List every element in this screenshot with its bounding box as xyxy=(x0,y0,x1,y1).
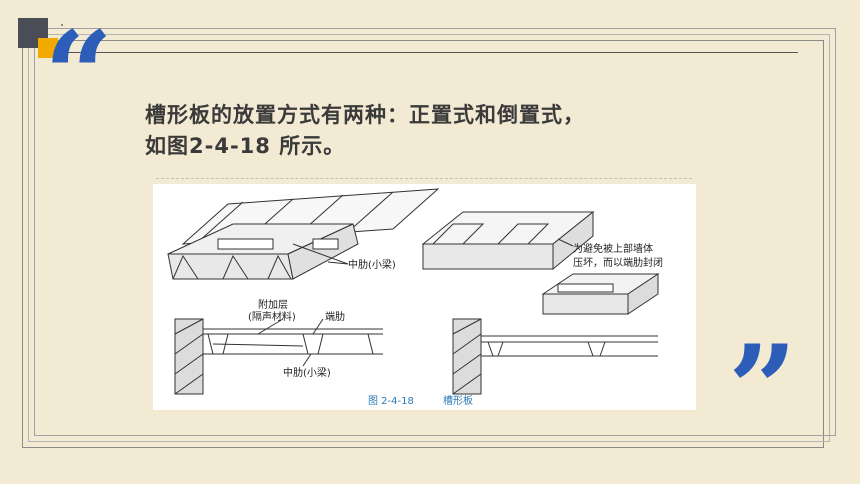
decor-frame-1 xyxy=(22,40,824,448)
slab-diagram: 中肋(小梁) 为避免被上部墙体 压坏，而以端肋封闭 附加层 (隔声材料) 端肋 … xyxy=(167,188,663,407)
upright-section-drawing xyxy=(174,318,383,395)
inverted-section-drawing xyxy=(452,318,658,395)
caption-title: 槽形板 xyxy=(443,394,473,407)
decor-frame-3 xyxy=(34,28,836,436)
open-quote-icon: “ xyxy=(44,5,114,146)
corner-square-orange xyxy=(38,38,58,58)
divider-dashed xyxy=(156,178,692,179)
heading-line-2: 如图2-4-18 所示。 xyxy=(145,134,346,158)
slab-figure: 中肋(小梁) 为避免被上部墙体 压坏，而以端肋封闭 附加层 (隔声材料) 端肋 … xyxy=(153,184,696,410)
heading-line-1: 槽形板的放置方式有两种：正置式和倒置式， xyxy=(145,103,585,127)
caption-number: 图 2-4-18 xyxy=(368,395,414,407)
top-rule xyxy=(64,52,798,53)
decor-dot xyxy=(61,24,63,26)
label-middle-rib-top: 中肋(小梁) xyxy=(348,258,396,271)
upright-slab-drawing xyxy=(167,188,440,280)
label-middle-rib-bottom: 中肋(小梁) xyxy=(283,366,331,379)
label-additional-layer-2: (隔声材料) xyxy=(248,310,296,323)
label-end-rib: 端肋 xyxy=(325,310,345,323)
slide-heading: 槽形板的放置方式有两种：正置式和倒置式， 如图2-4-18 所示。 xyxy=(145,100,745,162)
label-note-line-2: 压坏，而以端肋封闭 xyxy=(573,256,663,269)
decor-frame-2 xyxy=(28,34,830,442)
close-quote-icon: ” xyxy=(728,319,798,460)
inverted-slab-drawing xyxy=(421,210,660,315)
label-note-line-1: 为避免被上部墙体 xyxy=(573,242,653,255)
label-additional-layer-1: 附加层 xyxy=(258,298,288,311)
